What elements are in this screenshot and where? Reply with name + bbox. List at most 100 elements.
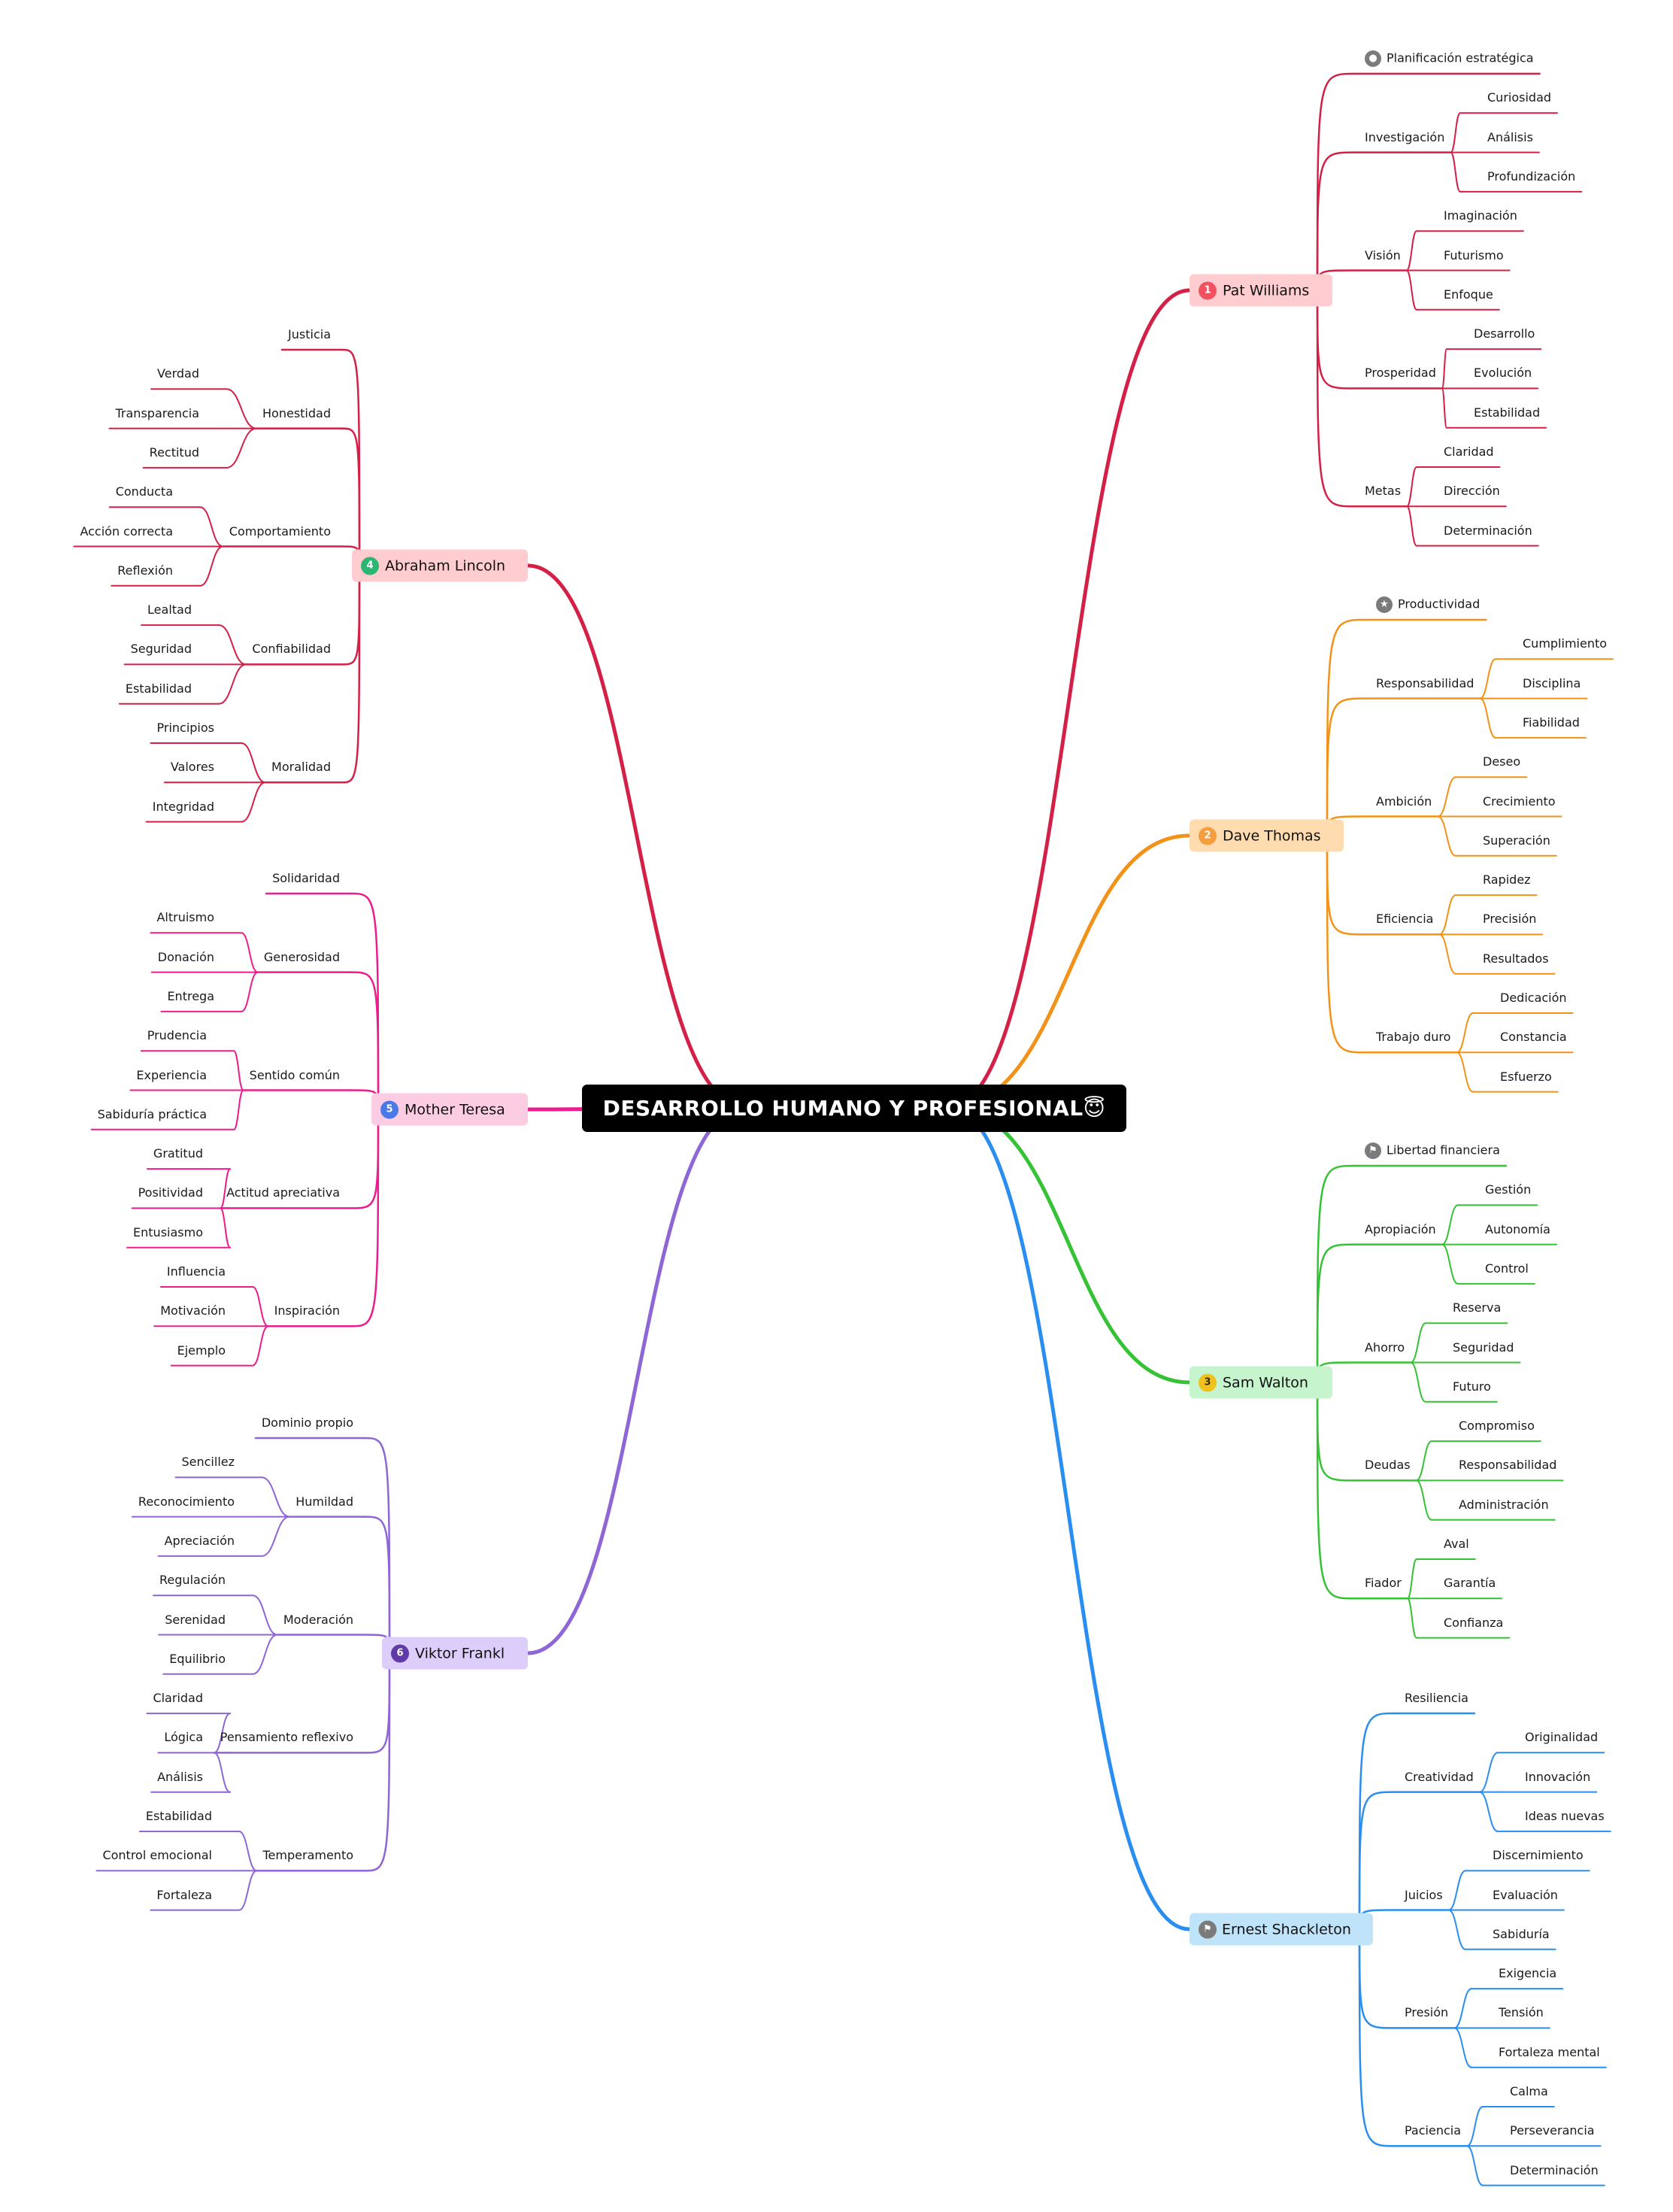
subtopic-temperamento[interactable]: Temperamento (263, 1848, 354, 1863)
leaf-fortaleza[interactable]: Fortaleza (156, 1888, 212, 1903)
subtopic-prosperidad[interactable]: Prosperidad (1365, 366, 1436, 381)
subtopic-responsabilidad[interactable]: Responsabilidad (1376, 676, 1474, 691)
leaf-integridad[interactable]: Integridad (153, 800, 214, 815)
leaf-seguridad[interactable]: Seguridad (131, 642, 192, 657)
leaf-esfuerzo[interactable]: Esfuerzo (1500, 1070, 1552, 1085)
leaf-sencillez[interactable]: Sencillez (181, 1455, 235, 1470)
leaf-imaginacion[interactable]: Imaginación (1444, 208, 1517, 223)
subtopic-pensamiento-reflexivo[interactable]: Pensamiento reflexivo (220, 1730, 353, 1745)
leaf-apreciacion[interactable]: Apreciación (165, 1534, 235, 1549)
leaf-conducta[interactable]: Conducta (116, 484, 173, 499)
subtopic-dominio-propio[interactable]: Dominio propio (262, 1415, 353, 1431)
leaf-enfoque[interactable]: Enfoque (1444, 287, 1493, 302)
subtopic-ambicion[interactable]: Ambición (1376, 794, 1432, 809)
leaf-responsabilidad[interactable]: Responsabilidad (1459, 1458, 1556, 1473)
leaf-rectitud[interactable]: Rectitud (150, 445, 199, 460)
subtopic-moderacion[interactable]: Moderación (283, 1613, 353, 1628)
subtopic-trabajo-duro[interactable]: Trabajo duro (1376, 1030, 1450, 1045)
subtopic-vision[interactable]: Visión (1365, 248, 1401, 263)
leaf-valores[interactable]: Valores (171, 760, 214, 775)
leaf-administracion[interactable]: Administración (1459, 1497, 1549, 1513)
leaf-lealtad[interactable]: Lealtad (147, 602, 192, 617)
leaf-entrega[interactable]: Entrega (167, 989, 214, 1004)
leaf-accion-correcta[interactable]: Acción correcta (80, 524, 173, 539)
leaf-verdad[interactable]: Verdad (157, 366, 199, 381)
subtopic-confiabilidad[interactable]: Confiabilidad (252, 642, 331, 657)
subtopic-humildad[interactable]: Humildad (296, 1494, 353, 1510)
leaf-desarrollo[interactable]: Desarrollo (1474, 326, 1535, 341)
leaf-fortaleza-mental[interactable]: Fortaleza mental (1499, 2045, 1600, 2060)
subtopic-resiliencia[interactable]: Resiliencia (1405, 1691, 1468, 1706)
leaf-determinacion[interactable]: Determinación (1444, 523, 1532, 539)
subtopic-productividad[interactable]: ★Productividad (1376, 596, 1480, 613)
leaf-positividad[interactable]: Positividad (138, 1185, 203, 1200)
leaf-sabiduria[interactable]: Sabiduría (1493, 1927, 1550, 1942)
leaf-superacion[interactable]: Superación (1483, 833, 1550, 848)
leaf-exigencia[interactable]: Exigencia (1499, 1966, 1556, 1981)
leaf-serenidad[interactable]: Serenidad (165, 1613, 226, 1628)
leaf-direccion[interactable]: Dirección (1444, 484, 1500, 499)
central-topic[interactable]: DESARROLLO HUMANO Y PROFESIONAL😇 (582, 1085, 1126, 1132)
leaf-estabilidad[interactable]: Estabilidad (146, 1809, 212, 1824)
subtopic-planificacion-estrategica[interactable]: ●Planificación estratégica (1365, 50, 1534, 67)
leaf-entusiasmo[interactable]: Entusiasmo (133, 1225, 203, 1240)
leaf-experiencia[interactable]: Experiencia (136, 1068, 207, 1083)
leaf-seguridad[interactable]: Seguridad (1453, 1340, 1514, 1355)
leaf-disciplina[interactable]: Disciplina (1523, 676, 1581, 691)
leaf-deseo[interactable]: Deseo (1483, 754, 1520, 769)
subtopic-comportamiento[interactable]: Comportamiento (229, 524, 331, 539)
subtopic-solidaridad[interactable]: Solidaridad (272, 871, 340, 886)
leaf-analisis[interactable]: Análisis (1487, 130, 1533, 145)
leaf-estabilidad[interactable]: Estabilidad (1474, 405, 1540, 420)
subtopic-fiador[interactable]: Fiador (1365, 1576, 1402, 1591)
leaf-curiosidad[interactable]: Curiosidad (1487, 90, 1551, 105)
leaf-control-emocional[interactable]: Control emocional (102, 1848, 212, 1863)
leaf-compromiso[interactable]: Compromiso (1459, 1419, 1535, 1434)
leaf-futuro[interactable]: Futuro (1453, 1379, 1491, 1394)
leaf-innovacion[interactable]: Innovación (1525, 1770, 1590, 1785)
leaf-autonomia[interactable]: Autonomía (1485, 1222, 1550, 1237)
leaf-control[interactable]: Control (1485, 1261, 1529, 1276)
subtopic-generosidad[interactable]: Generosidad (264, 950, 340, 965)
leaf-principios[interactable]: Principios (157, 721, 215, 736)
subtopic-juicios[interactable]: Juicios (1405, 1888, 1443, 1903)
leaf-regulacion[interactable]: Regulación (159, 1573, 226, 1588)
subtopic-sentido-comun[interactable]: Sentido común (250, 1068, 340, 1083)
leaf-motivacion[interactable]: Motivación (160, 1303, 226, 1318)
leaf-gestion[interactable]: Gestión (1485, 1182, 1531, 1197)
leaf-ejemplo[interactable]: Ejemplo (177, 1343, 226, 1358)
leaf-profundizacion[interactable]: Profundización (1487, 169, 1575, 184)
leaf-influencia[interactable]: Influencia (167, 1264, 226, 1279)
leaf-reserva[interactable]: Reserva (1453, 1300, 1501, 1315)
subtopic-creatividad[interactable]: Creatividad (1405, 1770, 1474, 1785)
leaf-analisis[interactable]: Análisis (157, 1770, 203, 1785)
topic-node-ernest-shackleton[interactable]: ⚑Ernest Shackleton (1190, 1913, 1373, 1946)
leaf-gratitud[interactable]: Gratitud (153, 1146, 203, 1161)
leaf-crecimiento[interactable]: Crecimiento (1483, 794, 1556, 809)
leaf-evolucion[interactable]: Evolución (1474, 366, 1532, 381)
leaf-claridad[interactable]: Claridad (153, 1691, 203, 1706)
subtopic-investigacion[interactable]: Investigación (1365, 130, 1444, 145)
leaf-claridad[interactable]: Claridad (1444, 445, 1494, 460)
subtopic-apropiacion[interactable]: Apropiación (1365, 1222, 1436, 1237)
leaf-calma[interactable]: Calma (1510, 2084, 1548, 2099)
leaf-cumplimiento[interactable]: Cumplimiento (1523, 636, 1607, 651)
leaf-reconocimiento[interactable]: Reconocimiento (138, 1494, 235, 1510)
leaf-fiabilidad[interactable]: Fiabilidad (1523, 715, 1580, 730)
leaf-discernimiento[interactable]: Discernimiento (1493, 1848, 1584, 1863)
leaf-garantia[interactable]: Garantía (1444, 1576, 1496, 1591)
leaf-donacion[interactable]: Donación (158, 950, 214, 965)
leaf-evaluacion[interactable]: Evaluación (1493, 1888, 1558, 1903)
leaf-confianza[interactable]: Confianza (1444, 1616, 1503, 1631)
leaf-logica[interactable]: Lógica (164, 1730, 203, 1745)
leaf-resultados[interactable]: Resultados (1483, 951, 1549, 966)
subtopic-libertad-financiera[interactable]: ⚑Libertad financiera (1365, 1142, 1500, 1159)
leaf-originalidad[interactable]: Originalidad (1525, 1730, 1598, 1745)
subtopic-actitud-apreciativa[interactable]: Actitud apreciativa (226, 1185, 340, 1200)
leaf-equilibrio[interactable]: Equilibrio (169, 1652, 226, 1667)
